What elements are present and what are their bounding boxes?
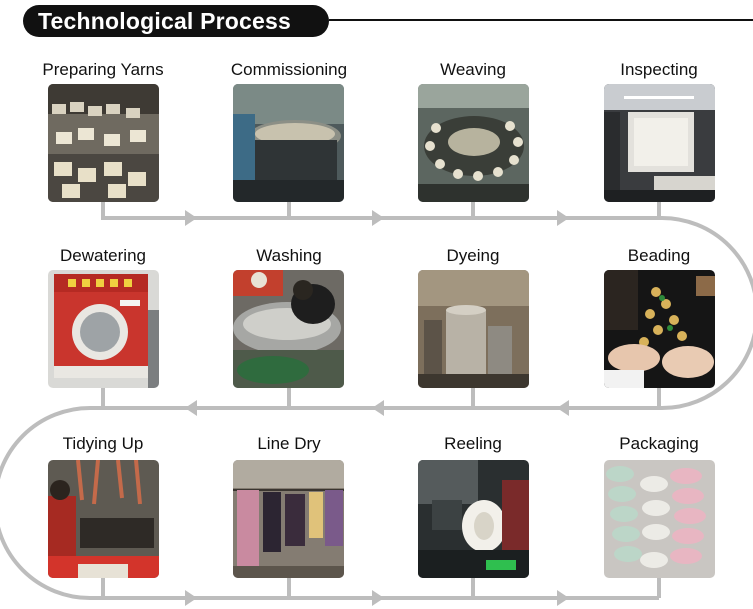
hand-beading-photo bbox=[604, 270, 715, 388]
step-label: Weaving bbox=[380, 60, 566, 82]
step-label: Beading bbox=[566, 246, 752, 268]
step-label: Reeling bbox=[380, 434, 566, 456]
step-washing: Washing bbox=[196, 246, 382, 268]
step-label: Preparing Yarns bbox=[10, 60, 196, 82]
step-label: Washing bbox=[196, 246, 382, 268]
arrow-right-5 bbox=[372, 590, 384, 606]
step-beading: Beading bbox=[566, 246, 752, 268]
arrow-left-1 bbox=[557, 400, 569, 416]
step-commissioning: Commissioning bbox=[196, 60, 382, 82]
arrow-right-3 bbox=[557, 210, 569, 226]
dewatering-machine-photo bbox=[48, 270, 159, 388]
step-inspecting: Inspecting bbox=[566, 60, 752, 82]
step-label: Dewatering bbox=[10, 246, 196, 268]
step-tidying-up: Tidying Up bbox=[10, 434, 196, 456]
step-preparing-yarns: Preparing Yarns bbox=[10, 60, 196, 82]
step-dewatering: Dewatering bbox=[10, 246, 196, 268]
arrow-left-3 bbox=[185, 400, 197, 416]
step-label: Tidying Up bbox=[10, 434, 196, 456]
arrow-left-2 bbox=[372, 400, 384, 416]
arrow-right-1 bbox=[185, 210, 197, 226]
washing-vat-photo bbox=[233, 270, 344, 388]
arrow-right-4 bbox=[185, 590, 197, 606]
hanging-garments-photo bbox=[233, 460, 344, 578]
packaged-yarn-photo bbox=[604, 460, 715, 578]
step-reeling: Reeling bbox=[380, 434, 566, 456]
step-label: Dyeing bbox=[380, 246, 566, 268]
step-label: Line Dry bbox=[196, 434, 382, 456]
tidying-workers-photo bbox=[48, 460, 159, 578]
step-label: Commissioning bbox=[196, 60, 382, 82]
step-label: Inspecting bbox=[566, 60, 752, 82]
dyeing-tanks-photo bbox=[418, 270, 529, 388]
arrow-right-6 bbox=[557, 590, 569, 606]
arrow-right-2 bbox=[372, 210, 384, 226]
inspection-room-photo bbox=[604, 84, 715, 202]
step-weaving: Weaving bbox=[380, 60, 566, 82]
step-packaging: Packaging bbox=[566, 434, 752, 456]
step-line-dry: Line Dry bbox=[196, 434, 382, 456]
yarn-cones-photo bbox=[48, 84, 159, 202]
knitting-machine-setup-photo bbox=[233, 84, 344, 202]
yarn-reeling-photo bbox=[418, 460, 529, 578]
circular-knitting-machine-photo bbox=[418, 84, 529, 202]
step-label: Packaging bbox=[566, 434, 752, 456]
step-dyeing: Dyeing bbox=[380, 246, 566, 268]
